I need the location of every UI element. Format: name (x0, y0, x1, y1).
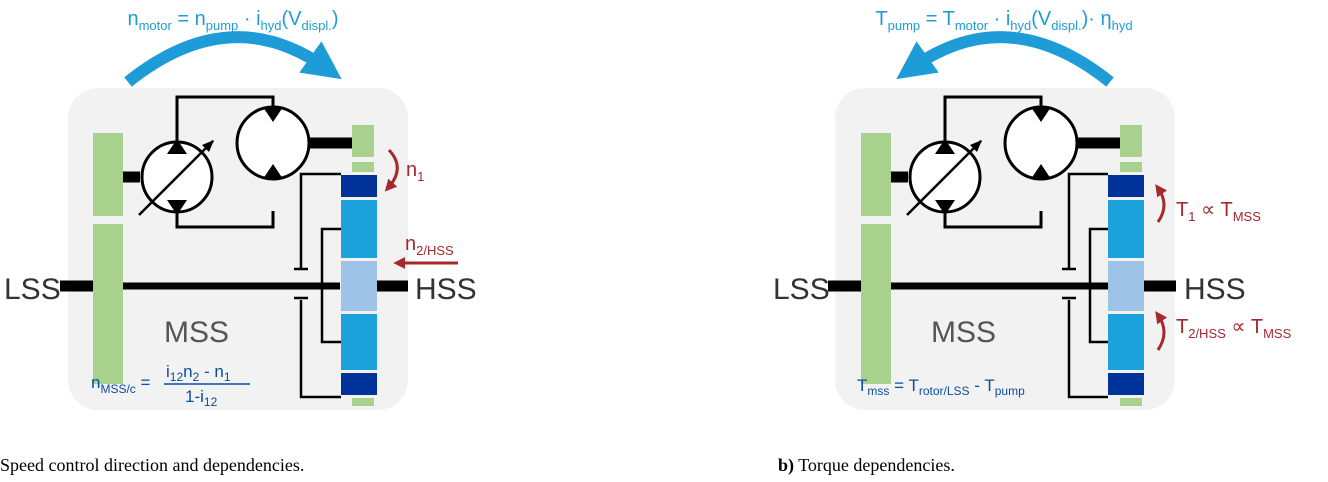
lss-label: LSS (4, 273, 61, 306)
mss-label: MSS (164, 316, 229, 349)
planet-gear-bottom-b (1108, 314, 1144, 370)
hydraulic-line-bottom (175, 211, 275, 229)
variable-pump-icon-b (906, 139, 982, 216)
hss-label: HSS (415, 273, 477, 306)
hydraulic-motor-icon (235, 105, 311, 181)
lss-gear-top (93, 133, 123, 216)
panel-a: nmotor = npump · ihyd(Vdispl.) (0, 8, 477, 475)
hydraulic-motor-icon-b (1003, 105, 1079, 181)
sun-gear (341, 261, 377, 311)
t2-label: T2/HSS ∝ TMSS (1176, 316, 1292, 341)
variable-pump-icon (138, 139, 214, 216)
ring-gear-top-b (1108, 175, 1144, 197)
mss-label-b: MSS (931, 316, 996, 349)
carrier-line-outer-bottom (299, 300, 341, 399)
caption-a: Speed control direction and dependencies… (0, 455, 304, 475)
svg-text:nMSS/c =: nMSS/c = (91, 373, 151, 396)
carrier-line-inner (320, 227, 341, 344)
carrier-line-outer-top (299, 172, 341, 268)
lss-gear-bottom-b (861, 224, 891, 384)
torque-direction-arrow (896, 31, 1114, 87)
lss-gear-top-b (861, 133, 891, 216)
ring-gear-bottom (341, 373, 377, 395)
lss-label-b: LSS (773, 273, 830, 306)
n2-label: n2/HSS (405, 233, 454, 258)
small-green-gear-top (352, 125, 374, 157)
t1-label: T1 ∝ TMSS (1176, 199, 1261, 224)
svg-text:i12n2 - n1: i12n2 - n1 (166, 362, 231, 384)
planet-gear-top-b (1108, 200, 1144, 258)
t1-arrow (1155, 184, 1168, 223)
hss-label-b: HSS (1184, 273, 1246, 306)
sun-gear-b (1108, 261, 1144, 311)
mss-speed-formula: nMSS/c = i12n2 - n1 1-i12 (91, 362, 250, 409)
panel-b: Tpump = Tmotor · ihyd(Vdispl.)· ηhyd (773, 8, 1292, 476)
caption-b: b) Torque dependencies. (778, 455, 955, 476)
ring-gear-bottom-b (1108, 373, 1144, 395)
planet-gear-bottom (341, 314, 377, 370)
svg-text:1-i12: 1-i12 (185, 387, 218, 409)
small-green-gear-base (352, 398, 374, 406)
n1-label: n1 (406, 159, 424, 184)
lss-gear-bottom (93, 224, 123, 384)
speed-relation-formula: nmotor = npump · ihyd(Vdispl.) (127, 8, 338, 33)
t2-arrow (1155, 311, 1168, 351)
planet-gear-top (341, 200, 377, 258)
control-direction-arrow (124, 31, 342, 87)
n1-arrow (384, 148, 399, 192)
mss-torque-formula: Tmss = Trotor/LSS - Tpump (857, 376, 1025, 398)
ring-gear-top (341, 175, 377, 197)
small-green-gear-mid (352, 162, 374, 172)
torque-relation-formula: Tpump = Tmotor · ihyd(Vdispl.)· ηhyd (875, 8, 1132, 33)
